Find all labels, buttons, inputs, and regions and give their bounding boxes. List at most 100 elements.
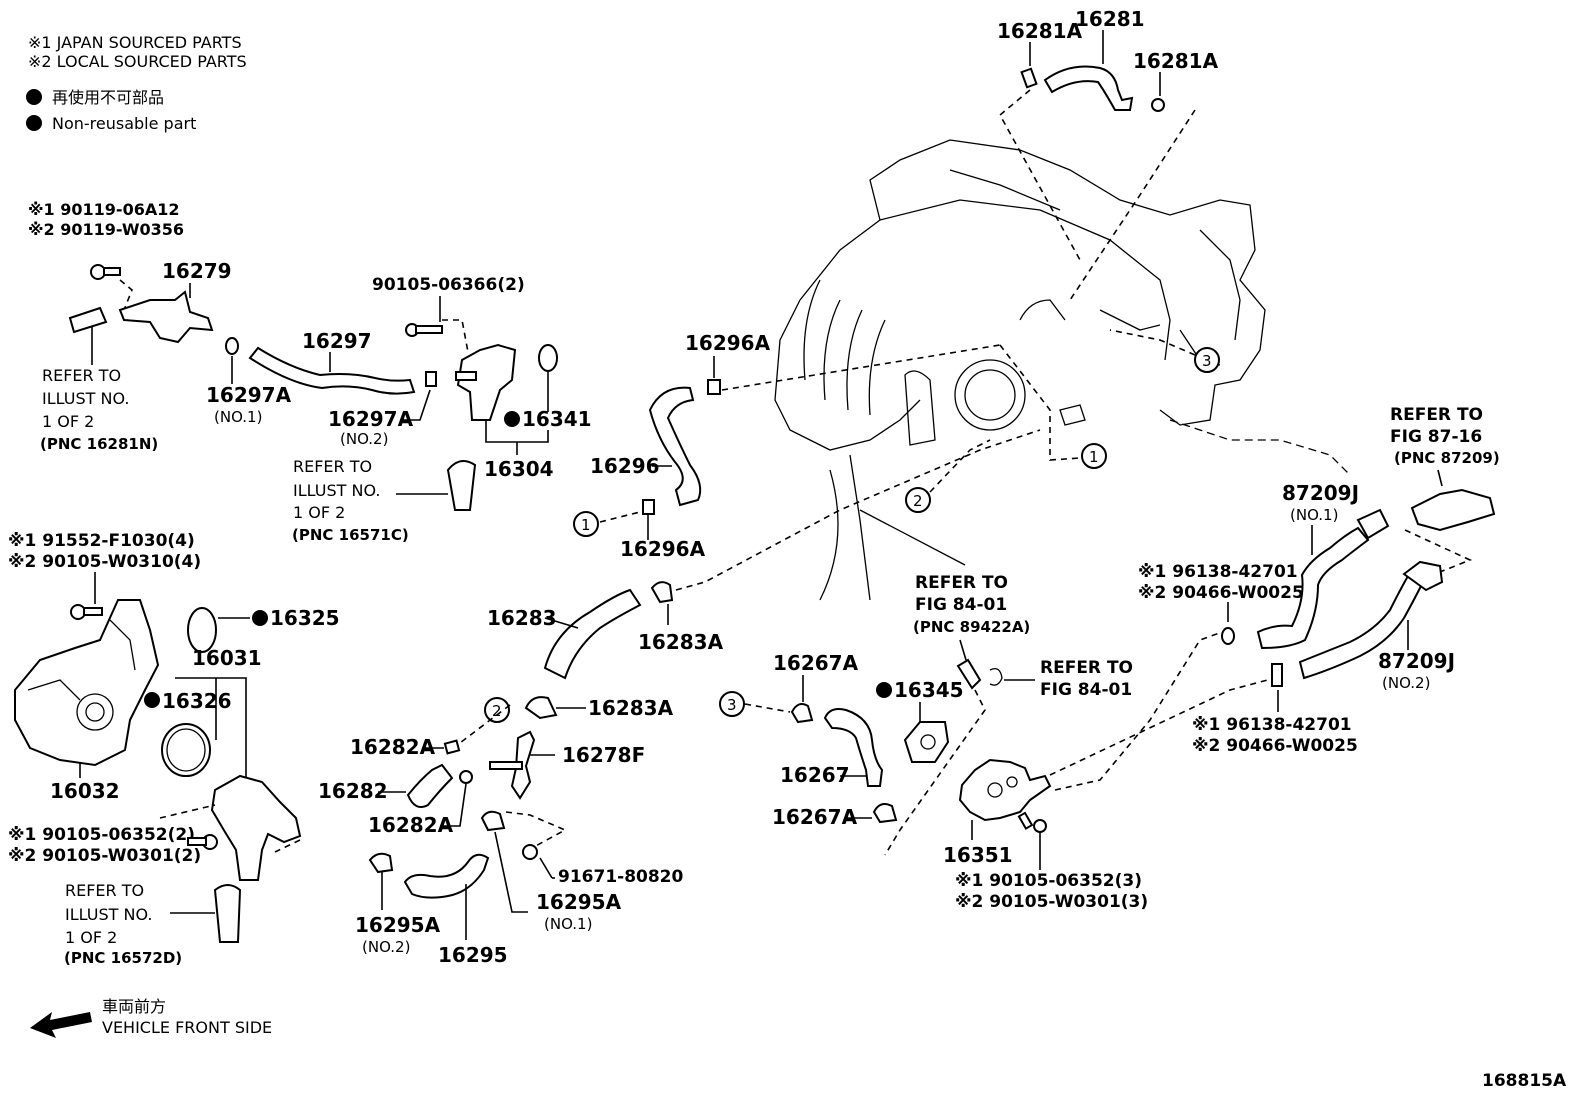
label-16351: 16351	[943, 843, 1013, 867]
legend: ※1 JAPAN SOURCED PARTS ※2 LOCAL SOURCED …	[26, 33, 247, 133]
label-16304: 16304	[484, 457, 554, 481]
bypass-hose-group: 16281A 16281 16281A	[997, 7, 1219, 301]
label-91671-80820: 91671-80820	[558, 867, 684, 887]
marker-1	[573, 511, 599, 537]
ref-pnc: (PNC 16281N)	[40, 435, 158, 453]
ref-pnc: (PNC 89422A)	[913, 618, 1030, 636]
heater-hose-87209J-no1	[1256, 526, 1370, 650]
clamp-16296A	[642, 499, 655, 515]
marker-3	[1194, 347, 1220, 373]
label-16296A: 16296A	[685, 331, 771, 355]
clamp-16295A-no1	[480, 810, 506, 832]
gasket-16325	[187, 607, 217, 653]
label-16345: 16345	[894, 678, 964, 702]
hose-16267-group: 16267A 16267 16267A 16345	[772, 651, 964, 829]
clamp-16283A	[524, 696, 558, 720]
label-16267A: 16267A	[772, 805, 858, 829]
nonreusable-dot-icon	[504, 411, 520, 427]
heater-hose-group: ※1 96138-42701 ※2 90466-W0025 ※1 96138-4…	[1138, 405, 1500, 756]
gasket-16341	[538, 344, 558, 372]
label-16283: 16283	[487, 606, 557, 630]
hose-connector	[1402, 560, 1444, 592]
water-pump-group: ※1 91552-F1030(4) ※2 90105-W0310(4) 1603…	[8, 531, 340, 967]
ref-l2: FIG 84-01	[1040, 680, 1132, 700]
label-16341: 16341	[522, 407, 592, 431]
label-16281A: 16281A	[1133, 49, 1219, 73]
label-16295: 16295	[438, 943, 508, 967]
ref-pnc: (PNC 87209)	[1394, 449, 1500, 467]
bolt-shaft	[83, 607, 103, 616]
label-16295A: 16295A	[355, 913, 441, 937]
bolt-shaft	[1017, 811, 1034, 830]
label-bolt-japan: ※1 90105-06352(3)	[955, 871, 1142, 891]
label-16278F: 16278F	[562, 743, 645, 767]
nonreusable-dot-icon	[252, 610, 268, 626]
ref-pnc: (PNC 16571C)	[292, 526, 409, 544]
water-outlet-group: 90105-06366(2) 16341 16304	[372, 275, 592, 481]
label-bolt-local: ※2 90105-W0301(2)	[8, 846, 201, 866]
bolt-icon	[70, 604, 86, 620]
marker-2-text: 2	[492, 702, 502, 720]
label-16281A: 16281A	[997, 19, 1083, 43]
callout-markers: 1 1 2 2 3 3	[447, 329, 1220, 753]
bolt-icon	[90, 264, 106, 280]
clamp-96138	[1271, 663, 1283, 687]
outlet-stud	[455, 371, 477, 381]
legend-local: ※2 LOCAL SOURCED PARTS	[28, 52, 247, 71]
ref-l3: 1 OF 2	[65, 928, 117, 947]
label-bolt-local: ※2 90105-W0310(4)	[8, 552, 201, 572]
pipe-end	[68, 306, 108, 334]
legend-nonreuse-en: Non-reusable part	[52, 114, 196, 133]
label-no1: (NO.1)	[1290, 506, 1338, 524]
nonreusable-dot-icon	[876, 682, 892, 698]
marker-3-text: 3	[1202, 352, 1212, 370]
label-16325: 16325	[270, 606, 340, 630]
label-16296: 16296	[590, 454, 660, 478]
orientation: 車両前方 VEHICLE FRONT SIDE 168815A	[30, 997, 1567, 1091]
marker-2	[484, 697, 510, 723]
label-clamp-japan: ※1 96138-42701	[1192, 715, 1352, 735]
engine-block	[774, 139, 1351, 601]
bolt-icon	[1033, 819, 1047, 833]
label-87209J: 87209J	[1282, 481, 1359, 505]
marker-2-text: 2	[913, 492, 923, 510]
hose-16295	[403, 853, 490, 899]
bolt-icon	[522, 844, 538, 860]
bolt-shaft	[415, 325, 443, 334]
clamp-16297A-no1	[225, 337, 239, 355]
front-arrow-icon	[30, 1012, 92, 1038]
hose-16283-group: 16283 16283A 16283A	[487, 429, 1041, 720]
gasket-16326	[161, 723, 211, 777]
label-clamp-local: ※2 90466-W0025	[1138, 583, 1304, 603]
label-16031: 16031	[192, 646, 262, 670]
label-no2: (NO.2)	[362, 938, 410, 956]
label-bolt-japan: ※1 91552-F1030(4)	[8, 531, 195, 551]
label-16297A: 16297A	[328, 407, 414, 431]
label-bolt-japan: ※1 90119-06A12	[28, 200, 179, 219]
bolt-shaft	[103, 267, 121, 276]
hose-16296-group: 16296A 16296 16296A	[590, 331, 1081, 561]
ref-l3: 1 OF 2	[42, 412, 94, 431]
marker-1-text: 1	[581, 516, 591, 534]
legend-nonreuse-jp: 再使用不可部品	[52, 88, 164, 107]
ref-l1: REFER TO	[1040, 658, 1133, 678]
bolt-shaft	[187, 837, 207, 846]
pipe-end	[213, 884, 242, 943]
ref-l2: ILLUST NO.	[42, 389, 129, 408]
legend-japan: ※1 JAPAN SOURCED PARTS	[28, 33, 242, 52]
clamp-16295A-no2	[368, 852, 394, 874]
marker-2	[905, 487, 931, 513]
front-label-jp: 車両前方	[102, 997, 166, 1016]
label-16267: 16267	[780, 763, 850, 787]
label-16279: 16279	[162, 259, 232, 283]
label-16281: 16281	[1075, 7, 1145, 31]
nonreusable-dot-icon	[26, 89, 42, 105]
hose-16267	[823, 708, 884, 787]
hose-16282	[406, 763, 454, 808]
heater-pipe-group: ※1 90119-06A12 ※2 90119-W0356 16279 REFE…	[28, 200, 477, 544]
clamp-16267A	[872, 803, 898, 824]
label-16282: 16282	[318, 779, 388, 803]
figure-id: 168815A	[1482, 1071, 1567, 1091]
label-bolt-japan: ※1 90105-06352(2)	[8, 825, 195, 845]
